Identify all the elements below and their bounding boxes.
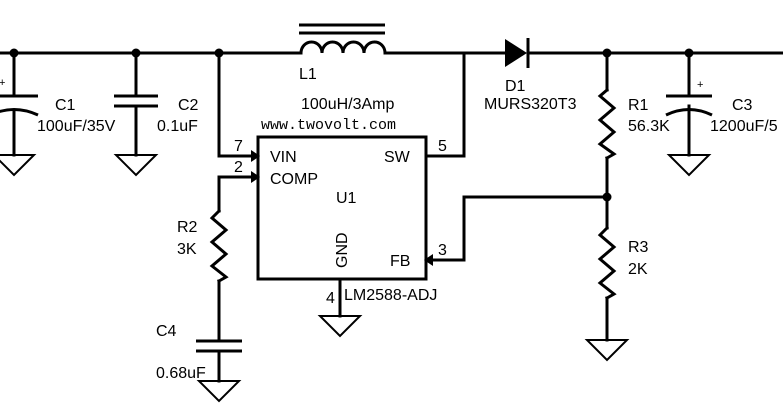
r1-value: 56.3K xyxy=(628,118,670,135)
pin-arrow-fb xyxy=(424,254,433,266)
capacitor-c3: + C3 1200uF/5 xyxy=(665,79,778,135)
capacitor-c1: + C1 100uF/35V xyxy=(0,77,116,135)
ground-icon xyxy=(113,154,159,177)
pin-arrow-vin xyxy=(251,150,260,162)
junction-dot xyxy=(684,48,694,58)
diode-d1-body xyxy=(505,39,527,67)
l1-ref: L1 xyxy=(299,66,317,83)
r2-value: 3K xyxy=(177,241,197,258)
c1-ref: C1 xyxy=(55,97,76,114)
c4-value: 0.68uF xyxy=(156,365,206,382)
ground-symbols xyxy=(0,154,712,403)
pin-arrow-comp xyxy=(251,171,260,183)
ic-u1-body xyxy=(256,135,428,281)
pin-gnd-label: GND xyxy=(334,232,351,268)
junction-dot xyxy=(214,48,224,58)
junction-dot xyxy=(9,48,19,58)
r3-value: 2K xyxy=(628,261,648,278)
c3-ref: C3 xyxy=(732,97,753,114)
ic-u1: VIN COMP SW FB GND U1 7 2 5 3 4 LM2588-A… xyxy=(234,135,447,307)
capacitor-c2: C2 0.1uF xyxy=(114,94,199,135)
watermark-text: www.twovolt.com xyxy=(261,117,396,134)
c4-ref: C4 xyxy=(156,323,177,340)
ground-icon xyxy=(584,339,630,362)
l1-value: 100uH/3Amp xyxy=(301,96,394,113)
capacitor-c4: C4 0.68uF xyxy=(156,323,242,382)
c1-value: 100uF/35V xyxy=(37,118,116,135)
d1-ref: D1 xyxy=(505,78,526,95)
pin-vin-label: VIN xyxy=(270,149,297,166)
ic-part-number: LM2588-ADJ xyxy=(344,287,437,304)
diode-d1: D1 MURS320T3 xyxy=(484,38,577,113)
pin-sw-number: 5 xyxy=(438,138,447,155)
junction-dot xyxy=(131,48,141,58)
pin-fb-label: FB xyxy=(390,253,410,270)
wire-vin-feed xyxy=(217,51,254,158)
junction-dot xyxy=(602,48,612,58)
pin-comp-label: COMP xyxy=(270,171,318,188)
d1-value: MURS320T3 xyxy=(484,96,577,113)
wire-comp xyxy=(217,175,254,213)
junction-dot xyxy=(602,192,612,202)
pin-vin-number: 7 xyxy=(234,138,243,155)
ic-ref: U1 xyxy=(336,190,357,207)
ground-icon xyxy=(666,154,712,177)
inductor-l1: L1 100uH/3Amp xyxy=(299,23,394,113)
c2-value: 0.1uF xyxy=(157,118,198,135)
pin-comp-number: 2 xyxy=(234,159,243,176)
wire-sw-node xyxy=(424,51,466,158)
r2-ref: R2 xyxy=(177,219,198,236)
c3-value: 1200uF/5 xyxy=(710,118,778,135)
c2-ref: C2 xyxy=(178,97,199,114)
ground-icon xyxy=(196,380,242,403)
pin-gnd-number: 4 xyxy=(326,290,335,307)
wires xyxy=(0,51,783,383)
resistor-r3: R3 2K xyxy=(597,225,649,301)
c1-polarity: + xyxy=(0,77,5,89)
resistor-r2: R2 3K xyxy=(177,208,229,284)
ground-icon xyxy=(0,154,37,177)
pin-sw-label: SW xyxy=(384,149,411,166)
c3-polarity: + xyxy=(697,79,703,91)
junctions xyxy=(9,48,694,202)
resistor-r1: R1 56.3K xyxy=(597,87,670,161)
wire-feedback xyxy=(430,195,609,262)
r1-ref: R1 xyxy=(628,97,649,114)
ground-icon xyxy=(317,315,363,338)
r3-ref: R3 xyxy=(628,239,649,256)
pin-fb-number: 3 xyxy=(438,242,447,259)
